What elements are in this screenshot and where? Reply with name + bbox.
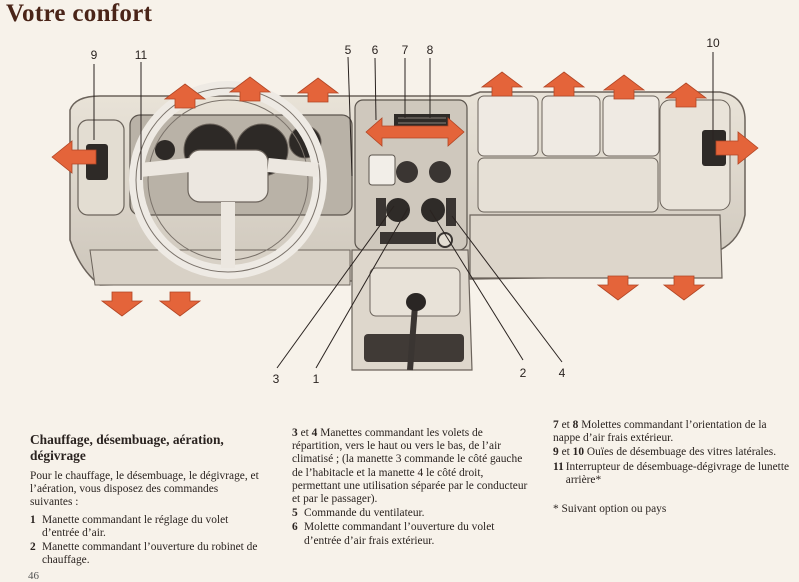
item-text: Manettes commandant les volets de répart… <box>292 427 528 506</box>
page-number: 46 <box>28 570 39 582</box>
item-number: 3 <box>292 427 298 439</box>
callout-2: 2 <box>519 366 527 380</box>
item-number: 6 <box>292 521 298 534</box>
dashboard-illustration <box>51 52 759 371</box>
item-join: et <box>300 427 309 439</box>
list-item: 3 et 4 Manettes commandant les volets de… <box>292 427 532 506</box>
item-text: Interrupteur de désembuage-dégivrage de … <box>565 460 790 486</box>
item-text: Commande du ventilateur. <box>304 507 425 520</box>
callout-3: 3 <box>272 372 280 386</box>
list-item: 11 Interrupteur de désembuage-dégivrage … <box>553 461 793 487</box>
list-item: 7 et 8 Molettes commandant l’orientation… <box>553 419 793 445</box>
section-heading: Chauffage, désembuage, aération, dégivra… <box>30 432 224 463</box>
item-text: Ouïes de désembuage des vitres latérales… <box>586 446 777 459</box>
list-item: 5 Commande du ventilateur. <box>292 507 532 520</box>
footnote: * Suivant option ou pays <box>553 503 667 516</box>
text-column-1: Chauffage, désembuage, aération, dégivra… <box>30 432 262 568</box>
callout-8: 8 <box>426 43 434 57</box>
callout-11: 11 <box>134 48 148 62</box>
callout-6: 6 <box>371 43 379 57</box>
text-column-2: 3 et 4 Manettes commandant les volets de… <box>292 427 532 549</box>
callout-7: 7 <box>401 43 409 57</box>
item-number: 5 <box>292 507 298 520</box>
item-number: 2 <box>30 541 36 554</box>
callout-10: 10 <box>706 36 720 50</box>
item-number: 1 <box>30 513 36 526</box>
list-item: 9 et 10 Ouïes de désembuage des vitres l… <box>553 446 793 459</box>
callout-1: 1 <box>312 372 320 386</box>
list-item: 6 Molette commandant l’ouverture du vole… <box>292 521 532 547</box>
callout-9: 9 <box>90 48 98 62</box>
item-text: Molette commandant l’ouverture du volet … <box>304 521 495 547</box>
item-number: 9 <box>553 446 559 459</box>
item-number: 8 <box>572 419 579 431</box>
page-title: Votre confort <box>6 0 153 27</box>
list-item: 2 Manette commandant l’ouverture du robi… <box>30 541 262 567</box>
callout-4: 4 <box>558 366 566 380</box>
item-join: et <box>561 446 570 459</box>
item-number: 4 <box>311 427 318 439</box>
text-column-3: 7 et 8 Molettes commandant l’orientation… <box>553 419 793 516</box>
item-text: Manette commandant le réglage du volet d… <box>42 513 229 539</box>
item-number: 7 <box>553 419 559 431</box>
item-join: et <box>561 419 570 431</box>
item-number: 10 <box>572 446 585 459</box>
item-number: 11 <box>553 460 564 473</box>
item-text: Molettes commandant l’orientation de la … <box>553 419 767 445</box>
intro-paragraph: Pour le chauffage, le désembuage, le dég… <box>30 470 259 509</box>
item-text: Manette commandant l’ouverture du robine… <box>42 541 258 567</box>
list-item: 1 Manette commandant le réglage du volet… <box>30 514 262 540</box>
callout-5: 5 <box>344 43 352 57</box>
